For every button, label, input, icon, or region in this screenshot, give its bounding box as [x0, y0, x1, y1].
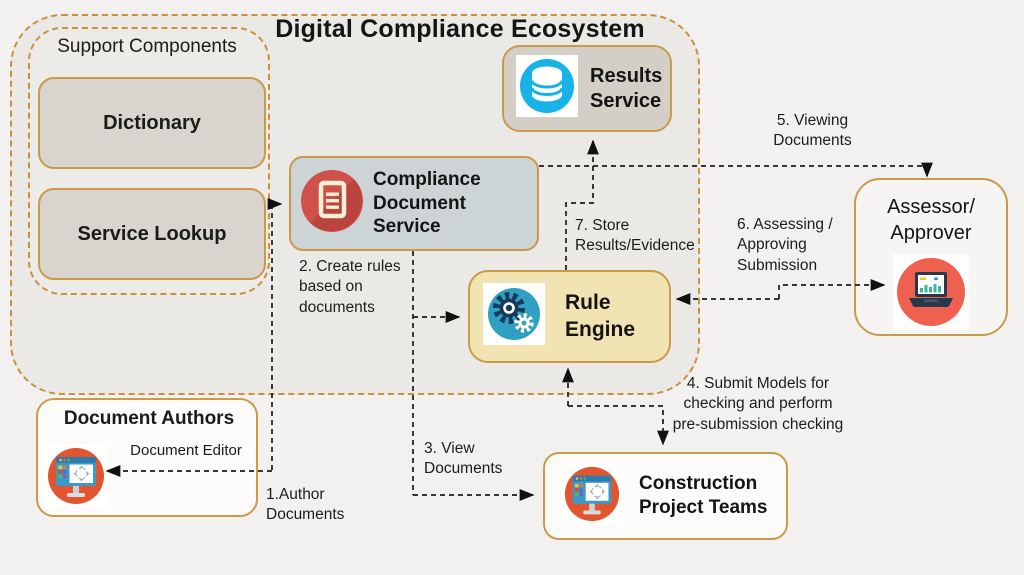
node-rule-engine: Rule Engine — [468, 270, 671, 363]
flow3-label: 3. View Documents — [424, 440, 503, 478]
document-editor-label: Document Editor — [130, 442, 242, 459]
cpt-label-line1: Construction — [639, 473, 758, 495]
document-authors-title: Document Authors — [63, 408, 235, 429]
support-item-service-lookup: Service Lookup — [38, 188, 266, 280]
results-service-label-line1: Results — [590, 64, 663, 87]
rule-engine-label-line1: Rule — [565, 291, 611, 315]
assessor-label-line1: Assessor/ — [887, 196, 975, 218]
gears-icon — [483, 283, 545, 350]
support-item-dictionary: Dictionary — [38, 77, 266, 169]
laptop-chart-icon — [893, 254, 969, 335]
monitor-editor-icon — [44, 444, 108, 513]
dictionary-label: Dictionary — [103, 111, 201, 134]
node-compliance-document-service: Compliance Document Service — [289, 156, 539, 251]
flow1-label: 1.Author Documents — [266, 486, 345, 524]
diagram-title: Digital Compliance Ecosystem — [275, 15, 645, 43]
cds-label-line2: Document Service — [373, 192, 466, 238]
assessor-label-line2: Approver — [890, 222, 972, 244]
database-icon — [516, 55, 578, 122]
support-components-title: Support Components — [57, 36, 237, 57]
service-lookup-label: Service Lookup — [77, 222, 227, 245]
node-results-service: Results Service — [502, 45, 672, 132]
flow7-label: 7. Store Results/Evidence — [575, 217, 695, 255]
cds-label-line1: Compliance — [373, 168, 481, 190]
cpt-label-line2: Project Teams — [639, 497, 768, 518]
flow4-label: 4. Submit Models for checking and perfor… — [672, 375, 844, 433]
node-document-authors: Document Authors Document Editor — [36, 398, 258, 517]
flow6-label: 6. Assessing / Approving Submission — [737, 216, 833, 274]
node-assessor-approver: Assessor/ Approver — [854, 178, 1008, 336]
node-construction-project-teams: Construction Project Teams — [543, 452, 788, 540]
flow4-arrow-into-cpt — [568, 405, 669, 446]
rule-engine-label-line2: Engine — [565, 317, 636, 341]
monitor-editor-icon — [561, 462, 623, 530]
flow5-label: 5. Viewing Documents — [773, 112, 852, 150]
document-icon — [297, 166, 367, 241]
flow2-label: 2. Create rules based on documents — [299, 258, 401, 316]
results-service-label-line2: Service — [590, 89, 662, 112]
